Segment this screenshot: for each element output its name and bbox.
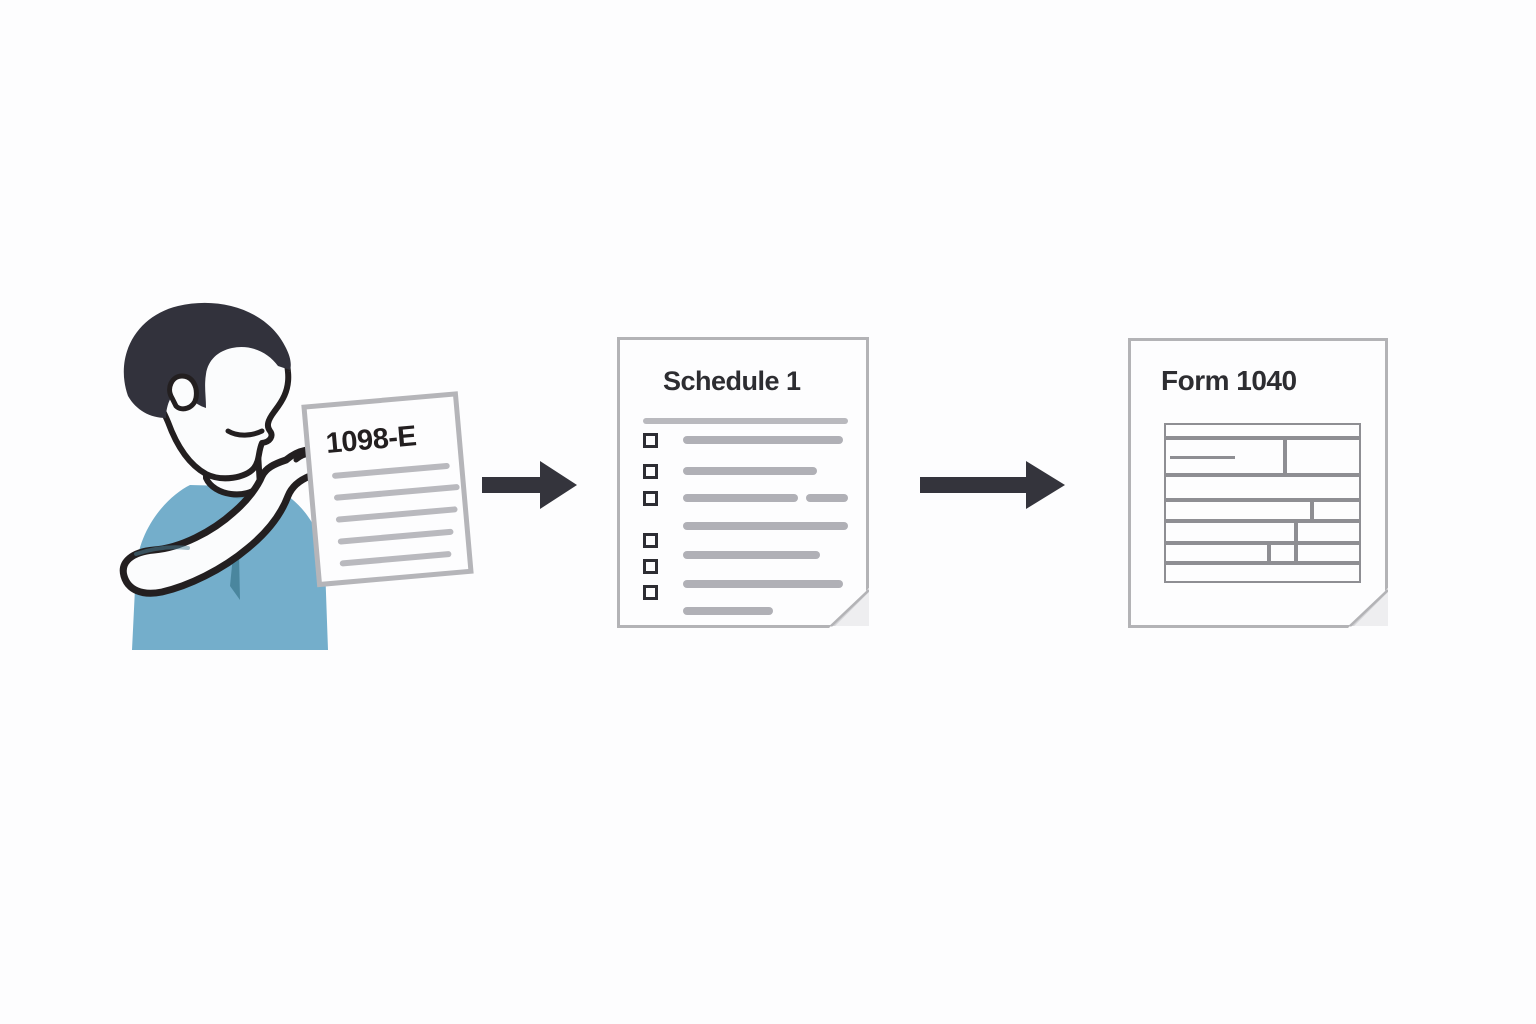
schedule-1-checkbox-2[interactable] — [643, 464, 658, 479]
schedule-1-bar-4a — [683, 522, 848, 530]
person-holding-form — [110, 300, 510, 670]
schedule-1-bar-2a — [683, 467, 817, 475]
arrow-shape — [482, 461, 577, 509]
mouth-line — [225, 428, 265, 438]
schedule-1-checkbox-5[interactable] — [643, 559, 658, 574]
schedule-1-document[interactable]: Schedule 1 — [617, 337, 870, 628]
cell-row4-right — [1312, 500, 1361, 521]
schedule-1-bar-3a — [683, 494, 798, 502]
schedule-1-bar-5a — [683, 551, 820, 559]
cell-row7 — [1164, 563, 1361, 583]
arrow-1098e-to-schedule1 — [482, 458, 578, 512]
entry-underline — [1170, 456, 1235, 459]
sleeve-edge — [134, 545, 190, 556]
held-paper-line-5 — [339, 551, 452, 567]
held-paper-line-3 — [335, 506, 458, 523]
held-paper-line-1 — [332, 462, 450, 479]
form-1098-e-document: 1098-E — [290, 390, 490, 600]
cell-row2-right — [1285, 438, 1361, 475]
held-paper-line-2 — [334, 484, 460, 501]
ear — [167, 373, 199, 412]
cell-row5-left — [1164, 521, 1296, 543]
cell-row5-right — [1296, 521, 1361, 543]
cell-row6-b — [1269, 543, 1296, 563]
hair — [123, 302, 291, 418]
schedule-1-header-rule — [643, 418, 848, 424]
schedule-1-checkbox-3[interactable] — [643, 491, 658, 506]
fold-highlight — [835, 592, 869, 626]
held-paper-sheet — [301, 391, 474, 588]
form-1040-document[interactable]: Form 1040 — [1128, 338, 1389, 628]
schedule-1-folded-corner — [829, 588, 870, 628]
schedule-1-checkbox-6[interactable] — [643, 585, 658, 600]
schedule-1-checkbox-1[interactable] — [643, 433, 658, 448]
schedule-1-checkbox-4[interactable] — [643, 533, 658, 548]
schedule-1-title: Schedule 1 — [663, 366, 801, 396]
cell-row4-left — [1164, 500, 1312, 521]
cell-row6-a — [1164, 543, 1269, 563]
cell-row1 — [1164, 423, 1361, 438]
arrow-schedule1-to-form1040 — [920, 458, 1066, 512]
cell-row3 — [1164, 475, 1361, 500]
form-1040-folded-corner — [1348, 588, 1389, 628]
form-1040-title: Form 1040 — [1161, 365, 1297, 396]
schedule-1-bar-1a — [683, 436, 843, 444]
arrow-shape — [920, 461, 1065, 509]
cell-row6-c — [1296, 543, 1361, 563]
fold-highlight — [1354, 592, 1388, 626]
schedule-1-bar-6a — [683, 580, 843, 588]
form-1040-table — [1164, 423, 1361, 583]
held-paper-line-4 — [337, 528, 454, 545]
shirt-body — [132, 485, 328, 650]
schedule-1-bar-7a — [683, 607, 773, 615]
schedule-1-bar-3b — [806, 494, 848, 502]
